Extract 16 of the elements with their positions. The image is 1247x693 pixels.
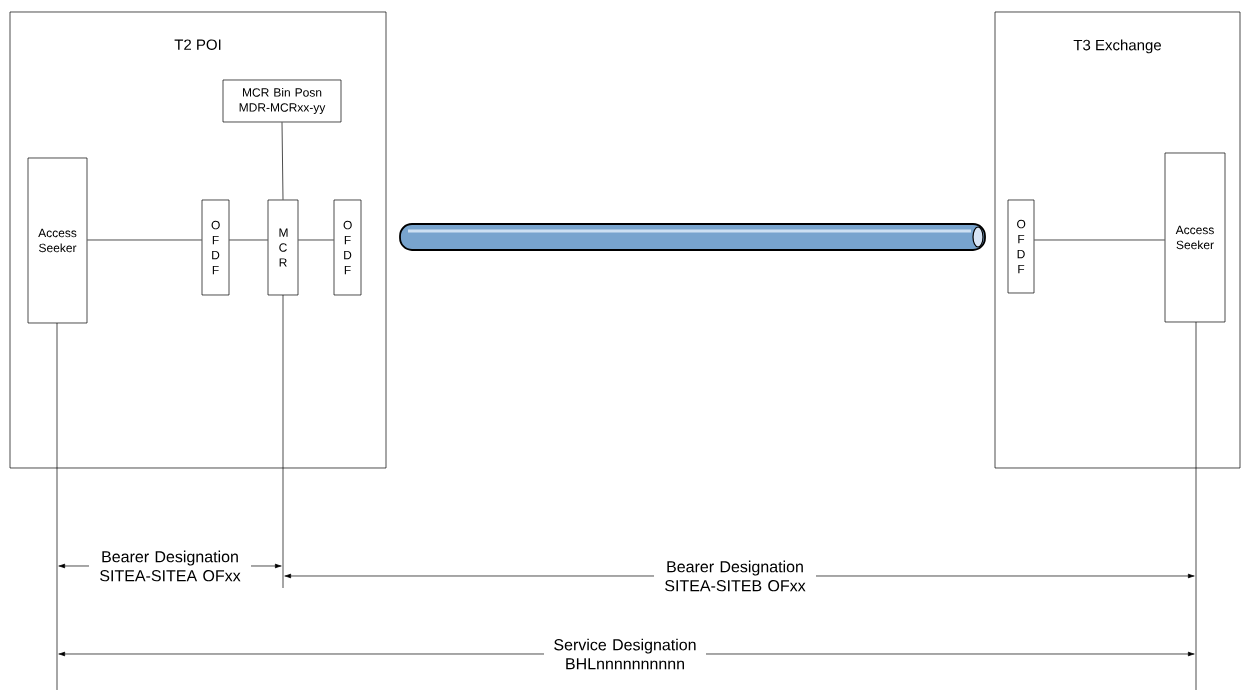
dimension-label: Service Designation BHLnnnnnnnnnn <box>544 637 706 671</box>
label-box: MCR Bin Posn MDR-MCRxx-yy <box>222 79 342 123</box>
connector-line <box>298 239 334 241</box>
dimension-label: Bearer Designation SITEA-SITEA OFxx <box>89 549 251 583</box>
connector-line <box>1034 239 1165 241</box>
connector-line <box>87 239 202 241</box>
connector-line <box>229 239 268 241</box>
frame-box: O F D F <box>201 199 230 296</box>
cable-drawing <box>399 223 986 251</box>
connector-line <box>281 122 284 200</box>
equipment-box: Access Seeker <box>1164 152 1226 323</box>
dimension-label: Bearer Designation SITEA-SITEB OFxx <box>654 559 816 593</box>
frame-box: O F D F <box>333 199 362 296</box>
equipment-box: Access Seeker <box>27 157 88 324</box>
frame-box: O F D F <box>1007 199 1035 294</box>
frame-box: M C R <box>267 199 299 296</box>
